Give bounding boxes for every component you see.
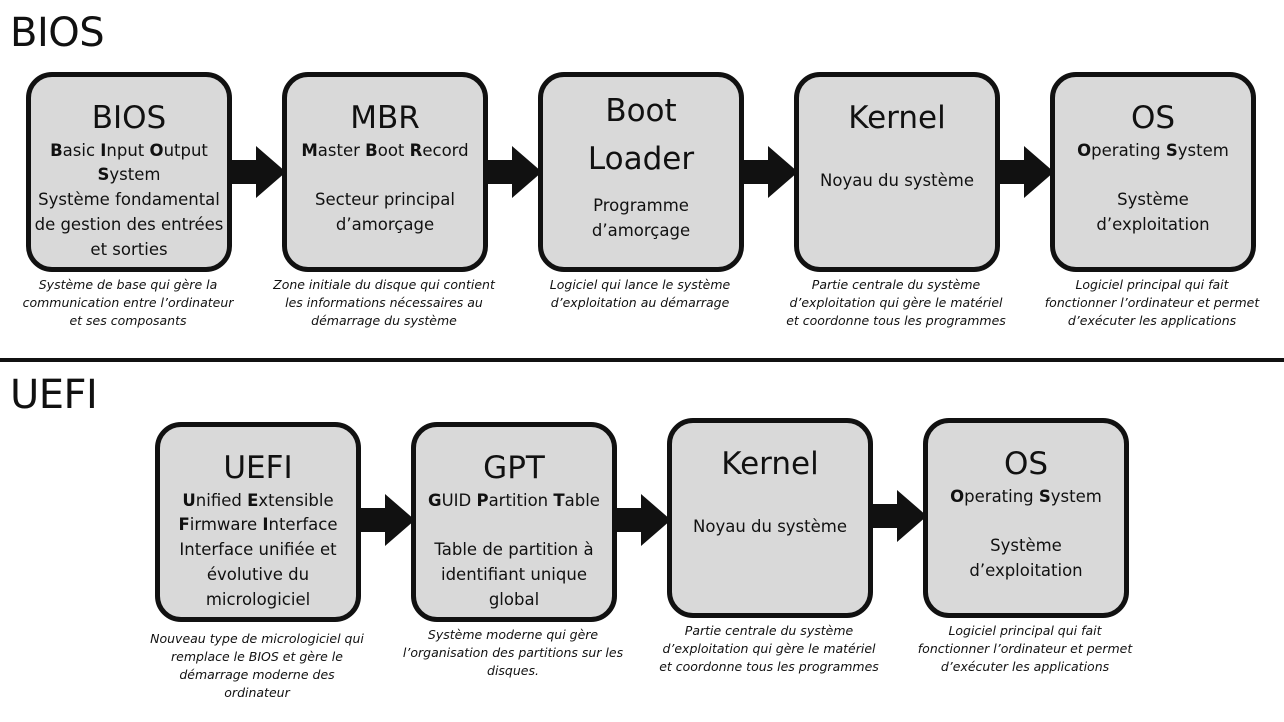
os-caption: Logiciel principal qui fait fonctionner …: [1044, 277, 1260, 328]
boot-loader-caption: Logiciel qui lance le système d’exploita…: [549, 277, 731, 310]
box-title: BIOS: [91, 100, 167, 136]
box-title: Boot Loader: [587, 93, 695, 177]
boot-loader-box: Boot Loader Programme d’amorçage: [538, 72, 744, 272]
box-title: Kernel: [848, 100, 946, 136]
box-description: Système fondamental de gestion des entré…: [34, 190, 224, 259]
kernel-box: Kernel Noyau du système: [794, 72, 1000, 272]
flow-arrow-icon: [998, 146, 1054, 198]
box-title: Kernel: [721, 446, 819, 482]
kernel-box: Kernel Noyau du système: [667, 418, 873, 618]
flow-arrow-icon: [871, 490, 927, 542]
box-description: Système d’exploitation: [1096, 190, 1210, 234]
kernel-caption: Partie centrale du système d’exploitatio…: [786, 277, 1006, 328]
flow-arrow-icon: [486, 146, 542, 198]
box-acronym: Operating System: [1077, 141, 1229, 160]
box-description: Interface unifiée et évolutive du microl…: [179, 540, 337, 609]
os-caption: Logiciel principal qui fait fonctionner …: [917, 623, 1133, 674]
box-acronym: Basic Input Output System: [50, 141, 208, 184]
gpt-box: GPT GUID Partition Table Table de partit…: [411, 422, 617, 622]
flow-arrow-icon: [230, 146, 286, 198]
box-title: OS: [1003, 446, 1049, 482]
flow-arrow-icon: [742, 146, 798, 198]
box-acronym: Unified Extensible Firmware Interface: [178, 491, 338, 534]
box-title: MBR: [350, 100, 420, 136]
os-box: OS Operating System Système d’exploitati…: [923, 418, 1129, 618]
box-title: GPT: [483, 450, 545, 486]
bios-box: BIOS Basic Input Output System Système f…: [26, 72, 232, 272]
box-acronym: Master Boot Record: [301, 141, 469, 160]
bios-caption: Système de base qui gère la communicatio…: [22, 277, 234, 328]
uefi-box: UEFI Unified Extensible Firmware Interfa…: [155, 422, 361, 622]
uefi-caption: Nouveau type de micrologiciel qui rempla…: [150, 631, 364, 700]
mbr-box: MBR Master Boot Record Secteur principal…: [282, 72, 488, 272]
flow-arrow-icon: [615, 494, 671, 546]
flow-arrow-icon: [359, 494, 415, 546]
box-description: Programme d’amorçage: [591, 196, 691, 240]
mbr-caption: Zone initiale du disque qui contient les…: [273, 277, 495, 328]
kernel-caption: Partie centrale du système d’exploitatio…: [659, 623, 879, 674]
box-description: Secteur principal d’amorçage: [315, 190, 455, 234]
gpt-caption: Système moderne qui gère l’organisation …: [402, 627, 624, 678]
box-acronym: Operating System: [950, 487, 1102, 506]
bios-section-title: BIOS: [10, 10, 105, 56]
box-description: Noyau du système: [693, 517, 847, 536]
box-title: UEFI: [223, 450, 293, 486]
box-description: Noyau du système: [820, 171, 974, 190]
box-title: OS: [1130, 100, 1176, 136]
section-divider: [0, 358, 1284, 362]
box-description: Système d’exploitation: [969, 536, 1083, 580]
box-description: Table de partition à identifiant unique …: [434, 540, 594, 609]
uefi-section-title: UEFI: [10, 372, 98, 418]
box-acronym: GUID Partition Table: [428, 491, 600, 510]
os-box: OS Operating System Système d’exploitati…: [1050, 72, 1256, 272]
